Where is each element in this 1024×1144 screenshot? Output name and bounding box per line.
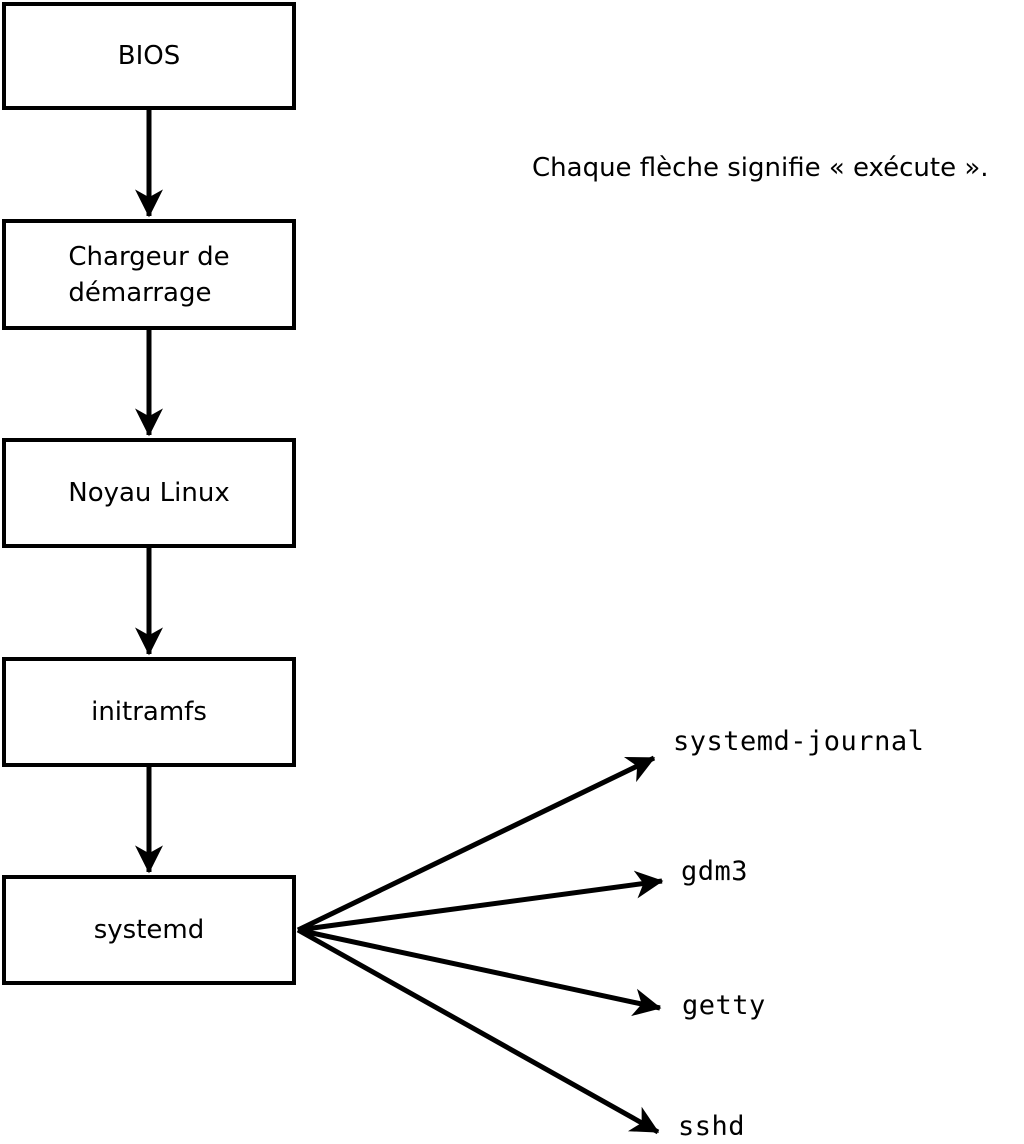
node-bios: BIOS [2, 2, 296, 110]
arrow-systemd-to-journal [296, 755, 656, 933]
process-label-getty: getty [682, 990, 766, 1021]
node-bootloader: Chargeur de démarrage [2, 219, 296, 330]
diagram-caption: Chaque flèche signifie « exécute ». [532, 153, 989, 183]
process-label-sshd: sshd [678, 1111, 746, 1142]
node-kernel: Noyau Linux [2, 438, 296, 548]
node-systemd-label: systemd [93, 915, 205, 945]
node-initramfs-label: initramfs [91, 697, 207, 727]
node-kernel-label: Noyau Linux [68, 478, 230, 508]
node-bios-label: BIOS [117, 41, 181, 71]
arrow-systemd-to-getty [297, 927, 662, 1017]
node-initramfs: initramfs [2, 657, 296, 767]
process-label-systemd-journal: systemd-journal [673, 726, 925, 757]
node-systemd: systemd [2, 875, 296, 985]
node-bootloader-label: Chargeur de démarrage [68, 241, 230, 308]
arrow-systemd-to-sshd [296, 927, 660, 1135]
process-label-gdm3: gdm3 [681, 856, 749, 887]
arrow-systemd-to-gdm3 [297, 870, 664, 933]
